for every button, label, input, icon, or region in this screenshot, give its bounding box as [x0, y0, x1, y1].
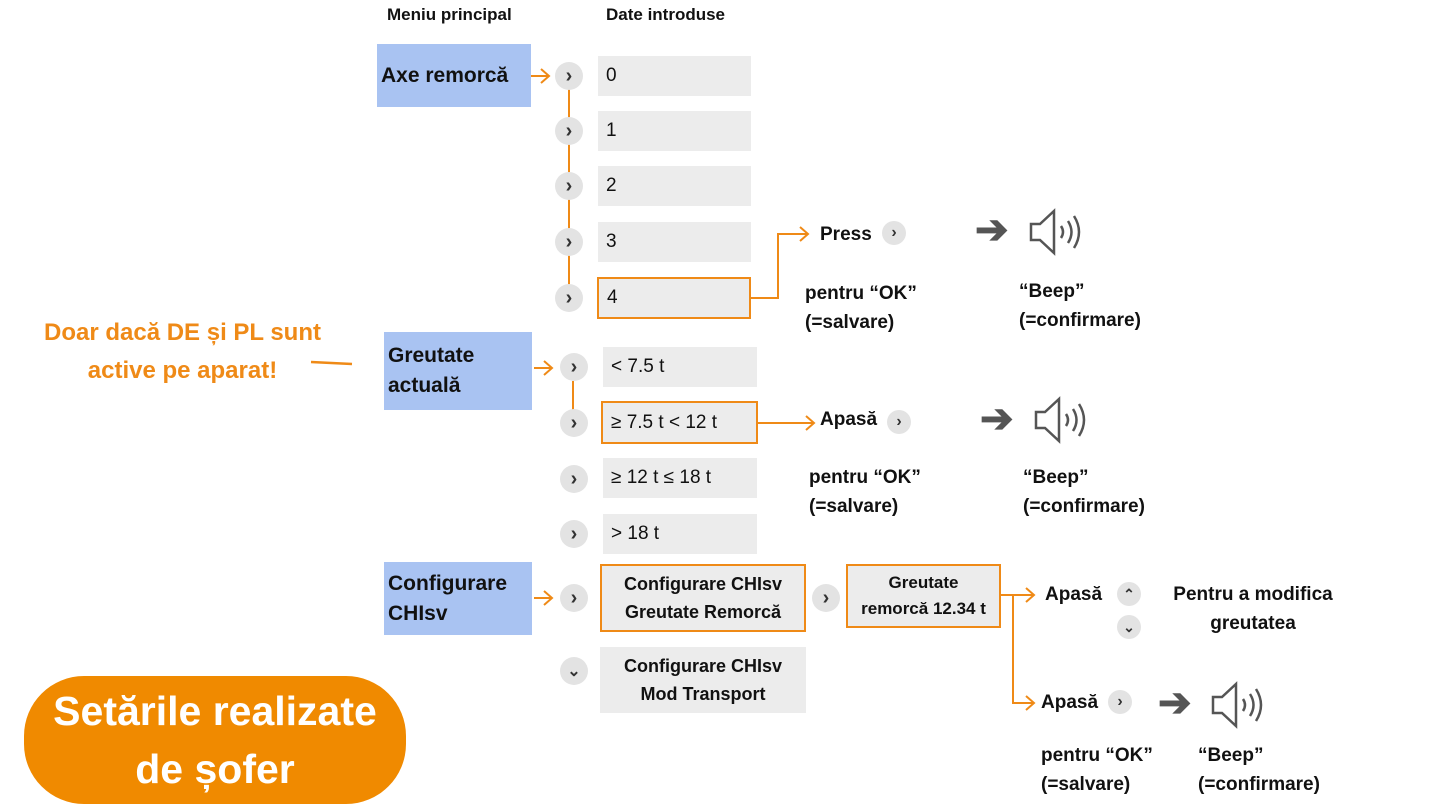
speaker-icon	[1211, 681, 1263, 729]
confirm-label: (=confirmare)	[1198, 774, 1320, 795]
modify-label-1: Pentru a modifica	[1173, 584, 1333, 605]
menu-config[interactable]: Configurare CHIsv	[384, 562, 532, 635]
press-label: Apasă	[1045, 584, 1103, 605]
menu-weight[interactable]: Greutate actuală	[384, 332, 532, 410]
beep-label: “Beep”	[1198, 745, 1264, 766]
press-label: Press	[820, 224, 872, 245]
arrow-right-icon: ➔	[980, 397, 1014, 441]
confirm-label: (=confirmare)	[1019, 310, 1141, 331]
axle-value-3[interactable]: 3	[598, 222, 751, 262]
config-transport-mode[interactable]: Configurare CHIsv Mod Transport	[600, 647, 806, 713]
chevron-right-icon[interactable]: ›	[560, 520, 588, 548]
chevron-right-icon[interactable]: ›	[882, 221, 906, 245]
axle-value-0[interactable]: 0	[598, 56, 751, 96]
chevron-right-icon[interactable]: ›	[812, 584, 840, 612]
arrow-right-icon: ➔	[1158, 681, 1192, 725]
weight-value-2[interactable]: ≥ 12 t ≤ 18 t	[603, 458, 757, 498]
chevron-right-icon[interactable]: ›	[887, 410, 911, 434]
save-label: (=salvare)	[809, 496, 899, 517]
chevron-right-icon[interactable]: ›	[560, 409, 588, 437]
header-entered-data: Date introduse	[606, 5, 726, 24]
press-label: Apasă	[1041, 692, 1099, 713]
save-label: (=salvare)	[1041, 774, 1131, 795]
weight-value-0[interactable]: < 7.5 t	[603, 347, 757, 387]
beep-label: “Beep”	[1023, 467, 1089, 488]
axle-value-4[interactable]: 4	[597, 277, 751, 319]
note-text: Doar dacă DE și PL sunt active pe aparat…	[44, 319, 321, 384]
speaker-icon	[1034, 396, 1086, 444]
for-ok-label: pentru “OK”	[1041, 745, 1153, 766]
chevron-right-icon[interactable]: ›	[1108, 690, 1132, 714]
chevron-right-icon[interactable]: ›	[555, 172, 583, 200]
chevron-right-icon[interactable]: ›	[555, 284, 583, 312]
chevron-right-icon[interactable]: ›	[560, 584, 588, 612]
press-label: Apasă	[820, 409, 878, 430]
chevron-down-icon[interactable]: ⌄	[1117, 615, 1141, 639]
for-ok-label: pentru “OK”	[809, 467, 921, 488]
save-label: (=salvare)	[805, 312, 895, 333]
chevron-right-icon[interactable]: ›	[555, 62, 583, 90]
config-trailer-weight[interactable]: Configurare CHIsv Greutate Remorcă	[600, 564, 806, 632]
axle-value-1[interactable]: 1	[598, 111, 751, 151]
confirm-label: (=confirmare)	[1023, 496, 1145, 517]
axle-value-2[interactable]: 2	[598, 166, 751, 206]
chevron-right-icon[interactable]: ›	[560, 353, 588, 381]
trailer-weight-value[interactable]: Greutate remorcă 12.34 t	[846, 564, 1001, 628]
menu-config-label: Configurare CHIsv	[388, 571, 508, 625]
menu-weight-label: Greutate actuală	[388, 344, 475, 397]
chevron-up-icon[interactable]: ⌃	[1117, 582, 1141, 606]
driver-settings-text: Setările realizate de șofer	[53, 688, 377, 792]
chevron-right-icon[interactable]: ›	[555, 117, 583, 145]
menu-axles-label: Axe remorcă	[381, 63, 509, 87]
menu-axles[interactable]: Axe remorcă	[377, 44, 531, 107]
chevron-right-icon[interactable]: ›	[555, 228, 583, 256]
beep-label: “Beep”	[1019, 281, 1085, 302]
arrow-right-icon: ➔	[975, 208, 1009, 252]
for-ok-label: pentru “OK”	[805, 283, 917, 304]
chevron-right-icon[interactable]: ›	[560, 465, 588, 493]
driver-settings-badge: Setările realizate de șofer	[24, 676, 406, 804]
weight-value-3[interactable]: > 18 t	[603, 514, 757, 554]
weight-value-1[interactable]: ≥ 7.5 t < 12 t	[601, 401, 758, 444]
header-main-menu: Meniu principal	[387, 5, 512, 24]
modify-label-2: greutatea	[1210, 613, 1296, 634]
chevron-down-icon[interactable]: ⌄	[560, 657, 588, 685]
speaker-icon	[1029, 208, 1081, 256]
